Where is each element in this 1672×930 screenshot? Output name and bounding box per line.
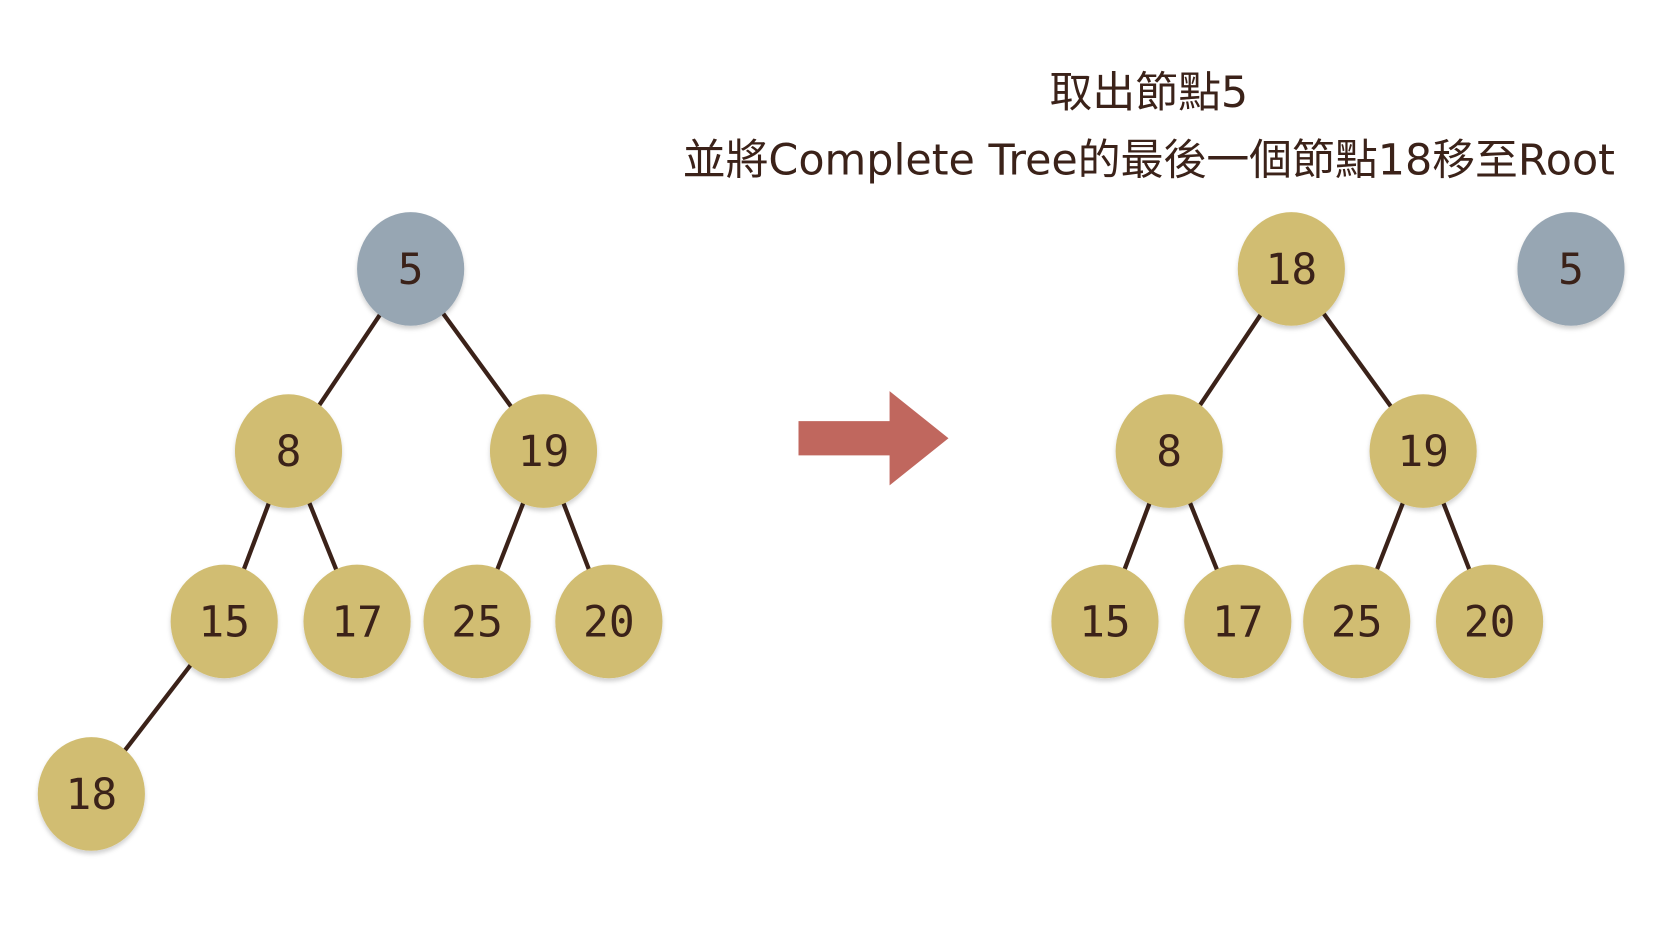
after-tree-node: 18 (1237, 212, 1345, 326)
node-label: 18 (66, 770, 118, 820)
before-tree-edge (241, 500, 272, 573)
node-circle (1237, 212, 1345, 326)
after-tree-edge (1440, 500, 1473, 573)
after-tree-edge (1374, 500, 1406, 573)
node-circle (303, 564, 411, 679)
before-tree-edge (560, 500, 592, 573)
before-tree-edge (440, 310, 514, 410)
node-label: 25 (451, 597, 503, 647)
node-circle (1051, 564, 1159, 679)
after-tree-node: 8 (1115, 394, 1223, 508)
node-label: 19 (1397, 427, 1449, 477)
node-circle (234, 394, 343, 508)
node-label: 8 (276, 427, 302, 477)
right-arrow-icon (798, 391, 949, 486)
node-label: 15 (198, 597, 250, 647)
after-tree-edge (1321, 311, 1394, 409)
node-label: 8 (1156, 427, 1182, 477)
node-label: 18 (1266, 245, 1318, 295)
node-label: 20 (1464, 597, 1516, 647)
node-circle (170, 564, 278, 679)
after-tree-edge (1197, 312, 1264, 408)
title-line-2: 並將Complete Tree的最後一個節點18移至Root (683, 136, 1615, 186)
before-tree-edge (494, 500, 527, 573)
node-circle (1517, 212, 1625, 326)
node-circle (1184, 564, 1292, 679)
node-circle (357, 212, 465, 326)
before-tree-edge (122, 662, 194, 753)
after-tree-node: 25 (1303, 564, 1411, 679)
before-tree-node: 25 (423, 564, 531, 679)
node-circle (555, 564, 663, 679)
node-label: 25 (1331, 597, 1383, 647)
node-circle (1436, 564, 1544, 679)
before-tree-node-removed: 5 (357, 212, 465, 326)
node-label: 15 (1079, 597, 1131, 647)
after-tree-node: 15 (1051, 564, 1159, 679)
after-tree-node: 19 (1369, 394, 1477, 508)
after-tree-edge (1187, 499, 1220, 573)
node-label: 5 (1558, 245, 1584, 295)
before-tree-node: 18 (37, 737, 145, 851)
before-tree-node: 19 (489, 394, 598, 508)
after-tree-edge (1121, 500, 1153, 573)
node-circle (489, 394, 598, 508)
node-label: 5 (398, 245, 424, 295)
title-line-1: 取出節點5 (1050, 68, 1249, 118)
node-circle (423, 564, 531, 679)
node-circle (1369, 394, 1477, 508)
before-tree-node: 17 (303, 564, 411, 679)
after-tree-node: 20 (1436, 564, 1544, 679)
node-label: 19 (518, 427, 570, 477)
before-tree-node: 20 (555, 564, 663, 679)
before-tree-node: 15 (170, 564, 278, 679)
after-tree-node-removed: 5 (1517, 212, 1625, 326)
node-circle (1303, 564, 1411, 679)
before-tree-edge (306, 499, 340, 573)
node-label: 20 (583, 597, 635, 647)
node-circle (1115, 394, 1223, 508)
node-circle (37, 737, 145, 851)
before-tree-node: 8 (234, 394, 343, 508)
node-label: 17 (1212, 597, 1264, 647)
before-tree-edge (316, 312, 383, 408)
node-label: 17 (331, 597, 383, 647)
after-tree-node: 17 (1184, 564, 1292, 679)
